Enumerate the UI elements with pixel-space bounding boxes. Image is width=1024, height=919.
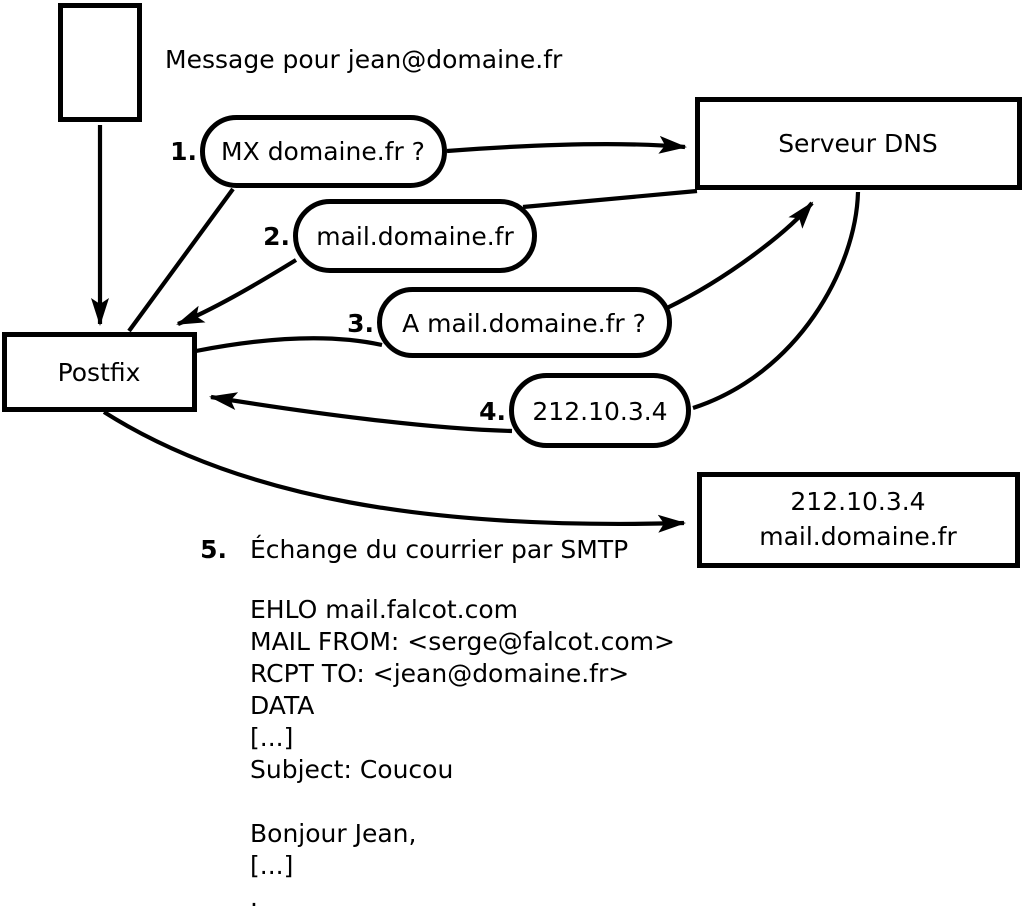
postfix-label: Postfix [58, 358, 141, 387]
target-ip-label: 212.10.3.4 [790, 487, 925, 516]
smtp-line-blank [250, 786, 675, 818]
link-postfix-to-query-a [195, 336, 383, 354]
reply-ip-label: 212.10.3.4 [532, 397, 667, 426]
message-header-label: Message pour jean@domaine.fr [165, 45, 563, 74]
smtp-line-rcpt-to: RCPT TO: <jean@domaine.fr> [250, 659, 630, 688]
step-2-number: 2. [263, 222, 290, 251]
reply-mx-label: mail.domaine.fr [316, 222, 514, 251]
postfix-box [2, 332, 197, 412]
step-5-number: 5. [200, 535, 227, 564]
dns-server-box [695, 97, 1022, 190]
arrow-query-a-to-dns [666, 201, 814, 310]
smtp-line-ellipsis-1: [...] [250, 723, 294, 752]
smtp-session-transcript: EHLO mail.falcot.com MAIL FROM: <serge@f… [250, 594, 675, 914]
link-dns-to-reply-mx [522, 188, 698, 210]
smtp-exchange-label: Échange du courrier par SMTP [250, 535, 628, 564]
reply-mx-pill [293, 199, 537, 273]
target-mail-server-box [697, 472, 1020, 568]
target-hostname-label: mail.domaine.fr [759, 522, 957, 551]
dns-server-label: Serveur DNS [778, 129, 938, 158]
step-4-number: 4. [479, 397, 506, 426]
smtp-line-mail-from: MAIL FROM: <serge@falcot.com> [250, 627, 675, 656]
step-3-number: 3. [347, 309, 374, 338]
smtp-line-end-dot: . [250, 883, 258, 912]
query-mx-pill [200, 115, 447, 188]
smtp-line-data: DATA [250, 691, 315, 720]
arrow-query-mx-to-dns [446, 135, 687, 154]
smtp-line-greeting: Bonjour Jean, [250, 819, 417, 848]
smtp-line-subject: Subject: Coucou [250, 755, 454, 784]
link-postfix-to-query-mx [127, 187, 235, 333]
link-dns-to-reply-ip [692, 191, 861, 410]
arrow-smtp-exchange [102, 410, 686, 533]
query-a-label: A mail.domaine.fr ? [402, 309, 646, 338]
step-1-number: 1. [170, 137, 197, 166]
arrow-reply-mx-to-postfix [176, 258, 298, 326]
arrow-reply-ip-to-postfix [209, 392, 513, 434]
smtp-line-ehlo: EHLO mail.falcot.com [250, 595, 519, 624]
message-source-box [58, 3, 142, 122]
query-mx-label: MX domaine.fr ? [221, 137, 425, 166]
reply-ip-pill [509, 373, 691, 448]
smtp-line-ellipsis-2: [...] [250, 851, 294, 880]
query-a-pill [377, 287, 672, 358]
